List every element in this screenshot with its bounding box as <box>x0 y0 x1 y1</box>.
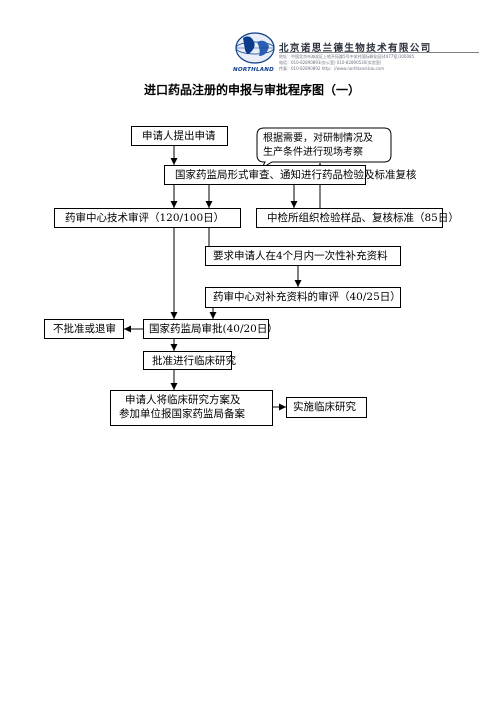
callout-line-2: 生产条件进行现场考察 <box>263 146 363 158</box>
company-fax-url: 传真：010-82890892 http：//www.northland-bio… <box>279 66 384 71</box>
company-phone: 电话：010-82890893(办公室) 010-82890530(实验室) <box>279 60 382 65</box>
filing-line-2: 参加单位报国家药监局备案 <box>119 408 245 420</box>
company-logo-icon <box>235 32 275 64</box>
step-tech-review: 药审中心技术审评（120/100日） <box>54 208 241 228</box>
step-supplement-review: 药审中心对补充资料的审评（40/25日） <box>205 287 401 308</box>
step-formal-review: 国家药监局形式审查、通知进行药品检验及标准复核 <box>164 165 417 185</box>
header-divider <box>279 52 479 53</box>
step-lab-check: 中检所组织检验样品、复核标准（85日） <box>256 208 459 228</box>
company-address: 地址：中国北京市海淀区上地开拓路5号中关村国际孵化园(4477室)100085 <box>279 54 415 59</box>
inspection-note-callout: 根据需要，对研制情况及 生产条件进行现场考察 <box>256 127 392 169</box>
company-name: 北京诺思兰德生物技术有限公司 <box>279 43 432 54</box>
page-title: 进口药品注册的申报与审批程序图（一） <box>143 83 360 97</box>
filing-line-1: 申请人将临床研究方案及 <box>125 394 241 406</box>
company-header: NORTHLAND 北京诺思兰德生物技术有限公司 地址：中国北京市海淀区上地开拓… <box>233 30 481 76</box>
step-supplement-request: 要求申请人在4个月内一次性补充资料 <box>205 246 401 266</box>
callout-line-1: 根据需要，对研制情况及 <box>263 133 373 144</box>
callout-text: 根据需要，对研制情况及 生产条件进行现场考察 <box>263 132 373 159</box>
step-apply: 申请人提出申请 <box>131 126 228 146</box>
step-clinical-approved: 批准进行临床研究 <box>143 351 236 370</box>
step-approval: 国家药监局审批(40/20日） <box>143 319 278 339</box>
logo-wordmark: NORTHLAND <box>233 67 275 73</box>
step-filing: 申请人将临床研究方案及 参加单位报国家药监局备案 <box>110 390 273 426</box>
step-implement: 实施临床研究 <box>286 397 367 418</box>
step-reject: 不批准或退审 <box>44 319 124 339</box>
